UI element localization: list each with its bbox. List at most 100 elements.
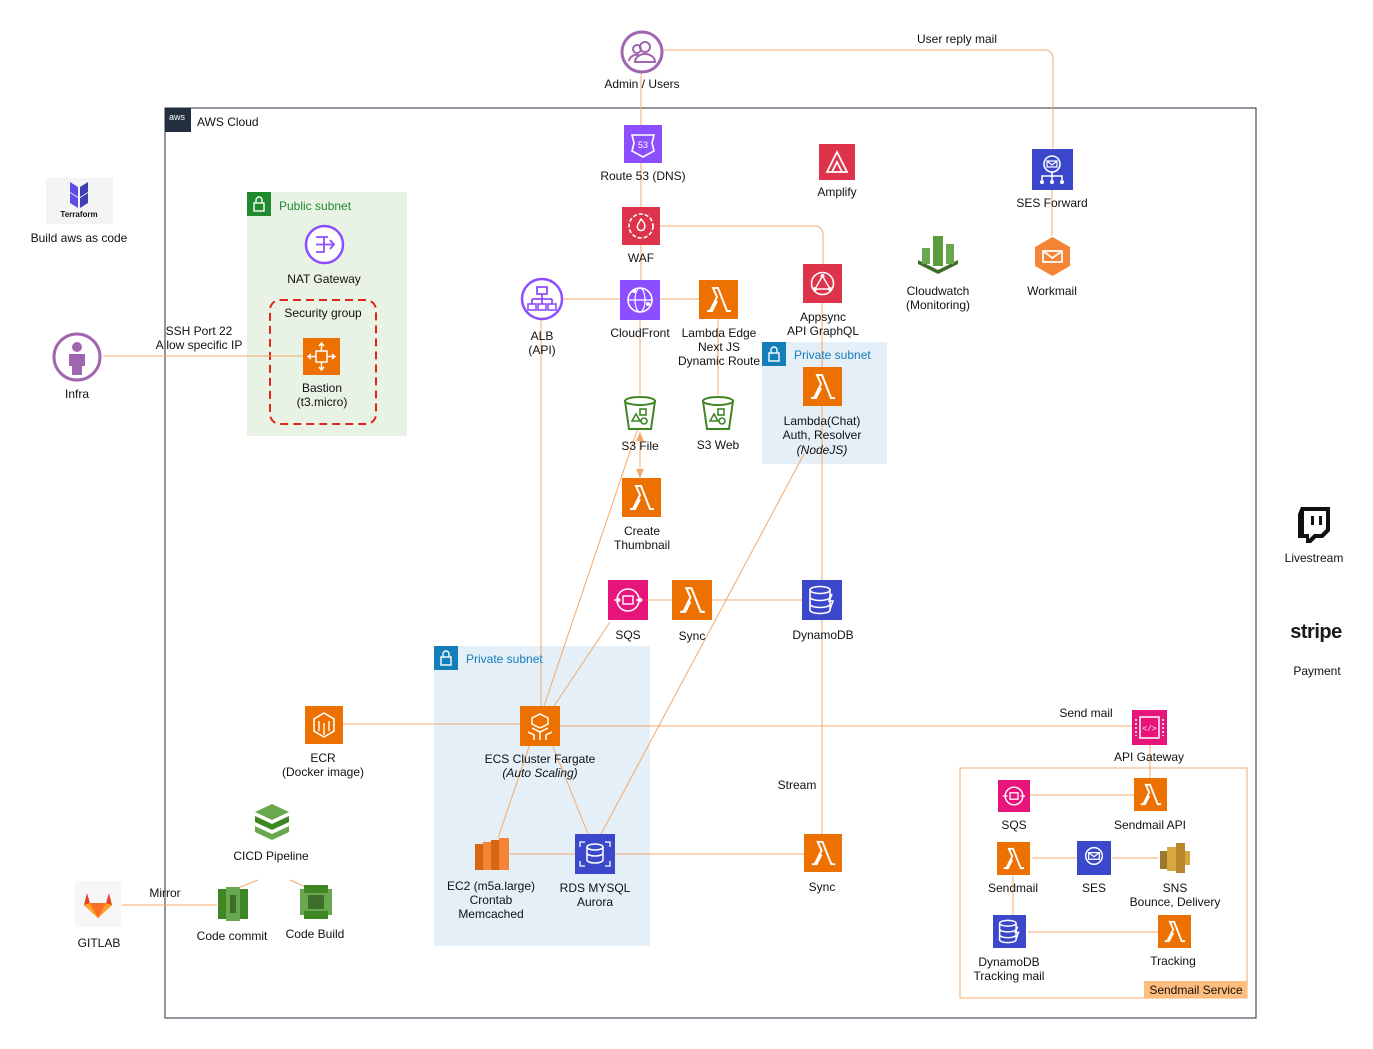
s3-icon	[701, 396, 735, 430]
lambda-icon	[699, 280, 738, 319]
dynamodb-tracking-label: DynamoDB Tracking mail	[973, 955, 1045, 983]
private-subnet-bottom-group	[434, 646, 650, 946]
code-build-label: Code Build	[285, 927, 345, 941]
arrowhead-s3-up	[636, 432, 644, 441]
ecs-label-2: (Auto Scaling)	[502, 766, 578, 780]
create-thumbnail-label: Create Thumbnail	[613, 524, 671, 552]
admin-users-label: Admin / Users	[604, 77, 680, 91]
mirror-label: Mirror	[149, 886, 181, 900]
dynamodb-icon	[802, 580, 842, 620]
cloudfront-label: CloudFront	[610, 326, 670, 340]
s3-icon	[623, 396, 657, 430]
lambda-chat-label-3: (NodeJS)	[796, 443, 848, 457]
gitlab-label: GITLAB	[77, 936, 121, 950]
sendmail-api-label: Sendmail API	[1113, 818, 1187, 832]
sync-top-label: Sync	[678, 629, 706, 643]
lambda-icon	[804, 834, 842, 872]
infra-label: Infra	[64, 387, 90, 401]
lambda-icon	[1158, 915, 1191, 948]
cicd-pipeline-label: CICD Pipeline	[233, 849, 309, 863]
tracking-label: Tracking	[1150, 954, 1196, 968]
dynamodb-label: DynamoDB	[792, 628, 854, 642]
sqs-icon	[608, 580, 648, 620]
public-subnet-label: Public subnet	[279, 199, 352, 213]
route53-icon: 53	[624, 125, 662, 163]
sqs-label: SQS	[615, 628, 641, 642]
lambda-chat-label-2: Auth, Resolver	[782, 428, 862, 442]
user-reply-mail-label: User reply mail	[916, 32, 998, 46]
ses-icon	[1077, 841, 1111, 875]
terraform-logo-text: Terraform	[60, 210, 98, 219]
nat-gateway-icon	[304, 224, 345, 265]
cloudwatch-label: Cloudwatch (Monitoring)	[905, 284, 971, 312]
s3-file-label: S3 File	[621, 439, 659, 453]
lambda-icon	[1134, 778, 1167, 811]
nat-gateway-label: NAT Gateway	[287, 272, 361, 286]
private-subnet-bottom-label: Private subnet	[466, 652, 543, 666]
stream-label: Stream	[777, 778, 817, 792]
lambda-edge-label: Lambda Edge Next JS Dynamic Route	[677, 326, 761, 368]
sendmail-sqs-label: SQS	[1001, 818, 1027, 832]
bastion-icon	[303, 338, 340, 375]
security-group	[269, 299, 377, 425]
sendmail-sns-label: SNS Bounce, Delivery	[1129, 881, 1221, 909]
infra-user-icon	[52, 332, 102, 382]
aws-cloud-label: AWS Cloud	[197, 115, 259, 129]
private-subnet-bottom-lock-badge	[434, 646, 458, 670]
appsync-label: Appsync API GraphQL	[786, 310, 860, 338]
lambda-icon	[997, 842, 1030, 875]
stripe-logo: stripe	[1290, 621, 1342, 643]
alb-label: ALB (API)	[528, 329, 556, 357]
codebuild-icon	[300, 885, 332, 919]
gitlab-icon	[75, 881, 121, 927]
lambda-icon	[803, 367, 842, 406]
waf-icon	[622, 207, 660, 245]
sendmail-service-label-bg	[1144, 981, 1247, 998]
codepipeline-icon	[255, 804, 289, 840]
api-gateway-icon: </>	[1132, 710, 1167, 745]
amplify-label: Amplify	[817, 185, 857, 199]
ssh-note-label: SSH Port 22 Allow specific IP	[155, 324, 243, 352]
private-subnet-top-lock-badge	[762, 342, 786, 366]
connector-lines	[103, 49, 1158, 933]
ec2-label: EC2 (m5a.large) Crontab Memcached	[446, 879, 536, 921]
amplify-icon	[819, 144, 855, 180]
ecr-label: ECR (Docker image)	[281, 751, 365, 779]
sync-bottom-label: Sync	[808, 880, 836, 894]
workmail-label: Workmail	[1027, 284, 1077, 298]
send-mail-label: Send mail	[1059, 706, 1113, 720]
lambda-icon	[672, 580, 712, 620]
public-subnet-lock-badge	[247, 192, 271, 216]
api-gateway-label: API Gateway	[1113, 750, 1185, 764]
svg-text:</>: </>	[1142, 725, 1157, 734]
cloudfront-icon	[620, 280, 660, 320]
workmail-icon	[1035, 237, 1070, 276]
cloudwatch-icon	[918, 236, 958, 274]
route53-label: Route 53 (DNS)	[600, 169, 686, 183]
aws-cloud-group	[164, 107, 1257, 1019]
sendmail-service-title: Sendmail Service	[1149, 983, 1243, 997]
user-icon	[620, 30, 664, 74]
private-subnet-top-label: Private subnet	[794, 348, 871, 362]
codecommit-icon	[218, 887, 248, 921]
terraform-icon	[46, 178, 113, 224]
svg-text:53: 53	[638, 140, 648, 150]
sendmail-ses-label: SES	[1081, 881, 1107, 895]
waf-label: WAF	[627, 251, 655, 265]
code-commit-label: Code commit	[196, 929, 268, 943]
ses-icon	[1032, 149, 1073, 190]
sns-icon	[1160, 843, 1190, 873]
ecs-icon	[520, 706, 560, 746]
terraform-label: Build aws as code	[30, 231, 128, 245]
payment-label: Payment	[1293, 664, 1341, 678]
arrowhead-thumbnail-down	[636, 469, 644, 478]
security-group-label: Security group	[284, 306, 362, 320]
bastion-label: Bastion (t3.micro)	[296, 381, 348, 409]
lambda-icon	[622, 478, 661, 517]
sendmail-service-group	[959, 767, 1248, 999]
aws-logo-text: aws	[169, 112, 186, 122]
rds-label: RDS MYSQL Aurora	[559, 881, 631, 909]
livestream-label: Livestream	[1284, 551, 1344, 565]
s3-web-label: S3 Web	[696, 438, 740, 452]
aws-logo	[165, 108, 191, 132]
